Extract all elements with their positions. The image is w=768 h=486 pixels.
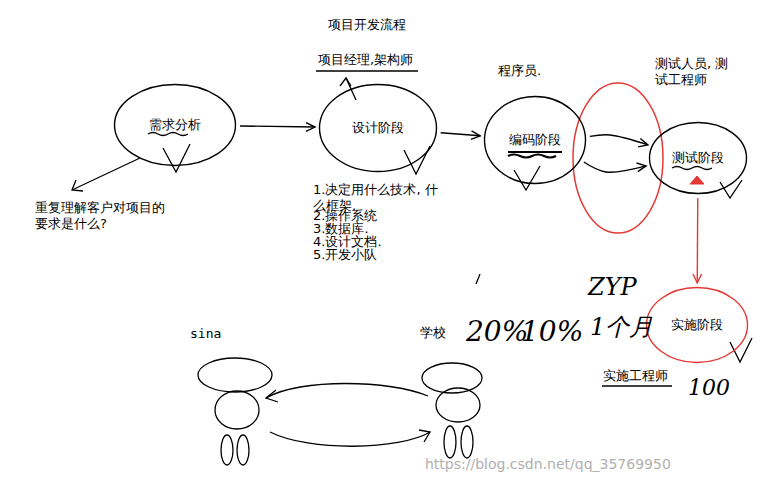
ellipse-shape <box>115 85 236 166</box>
connector-line <box>240 126 315 127</box>
flow-arrow <box>590 135 648 147</box>
red-mark <box>690 176 704 184</box>
squiggle <box>148 133 188 136</box>
note-text: 重复理解客户对项目的要求是什么? <box>35 200 170 233</box>
handwritten-note: 10% <box>521 314 583 349</box>
diagram-title: 项目开发流程 <box>328 16 406 34</box>
ellipse-outline <box>483 95 587 185</box>
watermark: https://blog.csdn.net/qq_35769950 <box>425 456 671 474</box>
figure-leg <box>221 435 233 465</box>
list-item: 5.开发小队 <box>313 247 377 263</box>
flow-arrow <box>584 162 646 172</box>
check-mark <box>514 166 540 190</box>
check-mark <box>730 338 752 362</box>
ellipse-outline <box>318 83 438 173</box>
handwritten-note: 20% <box>466 314 528 349</box>
handwritten-note: 100 <box>688 374 730 402</box>
figure-head <box>198 358 272 392</box>
exchange-arrows <box>266 384 430 447</box>
leader-arrow <box>72 158 140 190</box>
leader-arrow-head <box>72 180 83 191</box>
arrow-head <box>471 131 480 140</box>
stage-name: 测试阶段 <box>672 150 724 166</box>
check-mark <box>163 144 190 172</box>
figure-leg <box>237 435 249 465</box>
list-item: 3.数据库. <box>313 221 369 237</box>
figure-body <box>215 391 259 429</box>
figure-label: 学校 <box>420 325 446 341</box>
exchange-arrow <box>266 384 428 399</box>
list-item: 2.操作系统 <box>313 208 377 224</box>
squiggle <box>672 167 712 170</box>
flow-arrow <box>693 198 702 283</box>
arrow-head <box>693 274 702 283</box>
connector-line <box>590 135 648 145</box>
handwritten-note: ZYP <box>588 272 637 302</box>
arrow-head <box>306 123 315 132</box>
exchange-arrow <box>270 432 430 446</box>
stage-ellipse: 设计阶段 <box>318 83 438 173</box>
arrow-head <box>638 138 648 146</box>
figure-body <box>436 388 480 422</box>
highlight-circle <box>573 83 663 233</box>
flow-arrow <box>240 123 315 132</box>
figure-leg <box>444 426 456 458</box>
ellipse-shape <box>485 97 586 184</box>
stage-ellipse: 编码阶段 <box>483 95 587 185</box>
underline <box>316 70 418 71</box>
role-label: 程序员. <box>498 63 541 79</box>
role-label: 项目经理,架构师 <box>318 52 413 68</box>
person-figure <box>422 363 482 458</box>
role-label: 实施工程师 <box>603 368 668 384</box>
person-figure <box>198 358 272 465</box>
squiggle <box>508 152 562 158</box>
stage-name: 编码阶段 <box>509 132 561 148</box>
ellipse-shape <box>650 123 747 194</box>
connector-line <box>697 198 699 283</box>
ellipse-outline <box>645 286 749 364</box>
leader-arrow-head <box>340 78 351 86</box>
stage-ellipse: 实施阶段 <box>645 286 749 364</box>
check-mark <box>404 146 430 174</box>
role-label: 测试人员, 测试工程师 <box>655 56 730 89</box>
decorations <box>72 71 752 386</box>
pen-mark <box>476 274 480 284</box>
ellipse-outline <box>113 83 237 167</box>
stage-ellipse: 测试阶段 <box>648 121 748 195</box>
stage-name: 需求分析 <box>149 117 201 133</box>
connector-line <box>441 133 481 136</box>
exchange-arrow-head <box>266 390 278 402</box>
stage-ellipse: 需求分析 <box>113 83 237 167</box>
handwritten-note: 1个月 <box>590 312 653 342</box>
check-mark <box>720 180 742 198</box>
exchange-arrow-head <box>419 430 430 442</box>
underline <box>602 385 672 386</box>
connector-line <box>584 162 646 172</box>
ellipse-shape <box>320 85 437 172</box>
figure-label: sina <box>190 326 221 342</box>
figure-leg <box>461 426 473 458</box>
arrow-head <box>637 163 647 172</box>
list-item: 4.设计文档. <box>313 234 382 250</box>
ellipse-shape <box>647 288 748 363</box>
list-item: 1.决定用什么技术, 什么框架. <box>313 182 443 215</box>
flow-arrow <box>441 131 481 140</box>
ellipse-outline <box>648 121 748 195</box>
stage-name: 实施阶段 <box>671 317 723 333</box>
stage-name: 设计阶段 <box>352 120 404 136</box>
